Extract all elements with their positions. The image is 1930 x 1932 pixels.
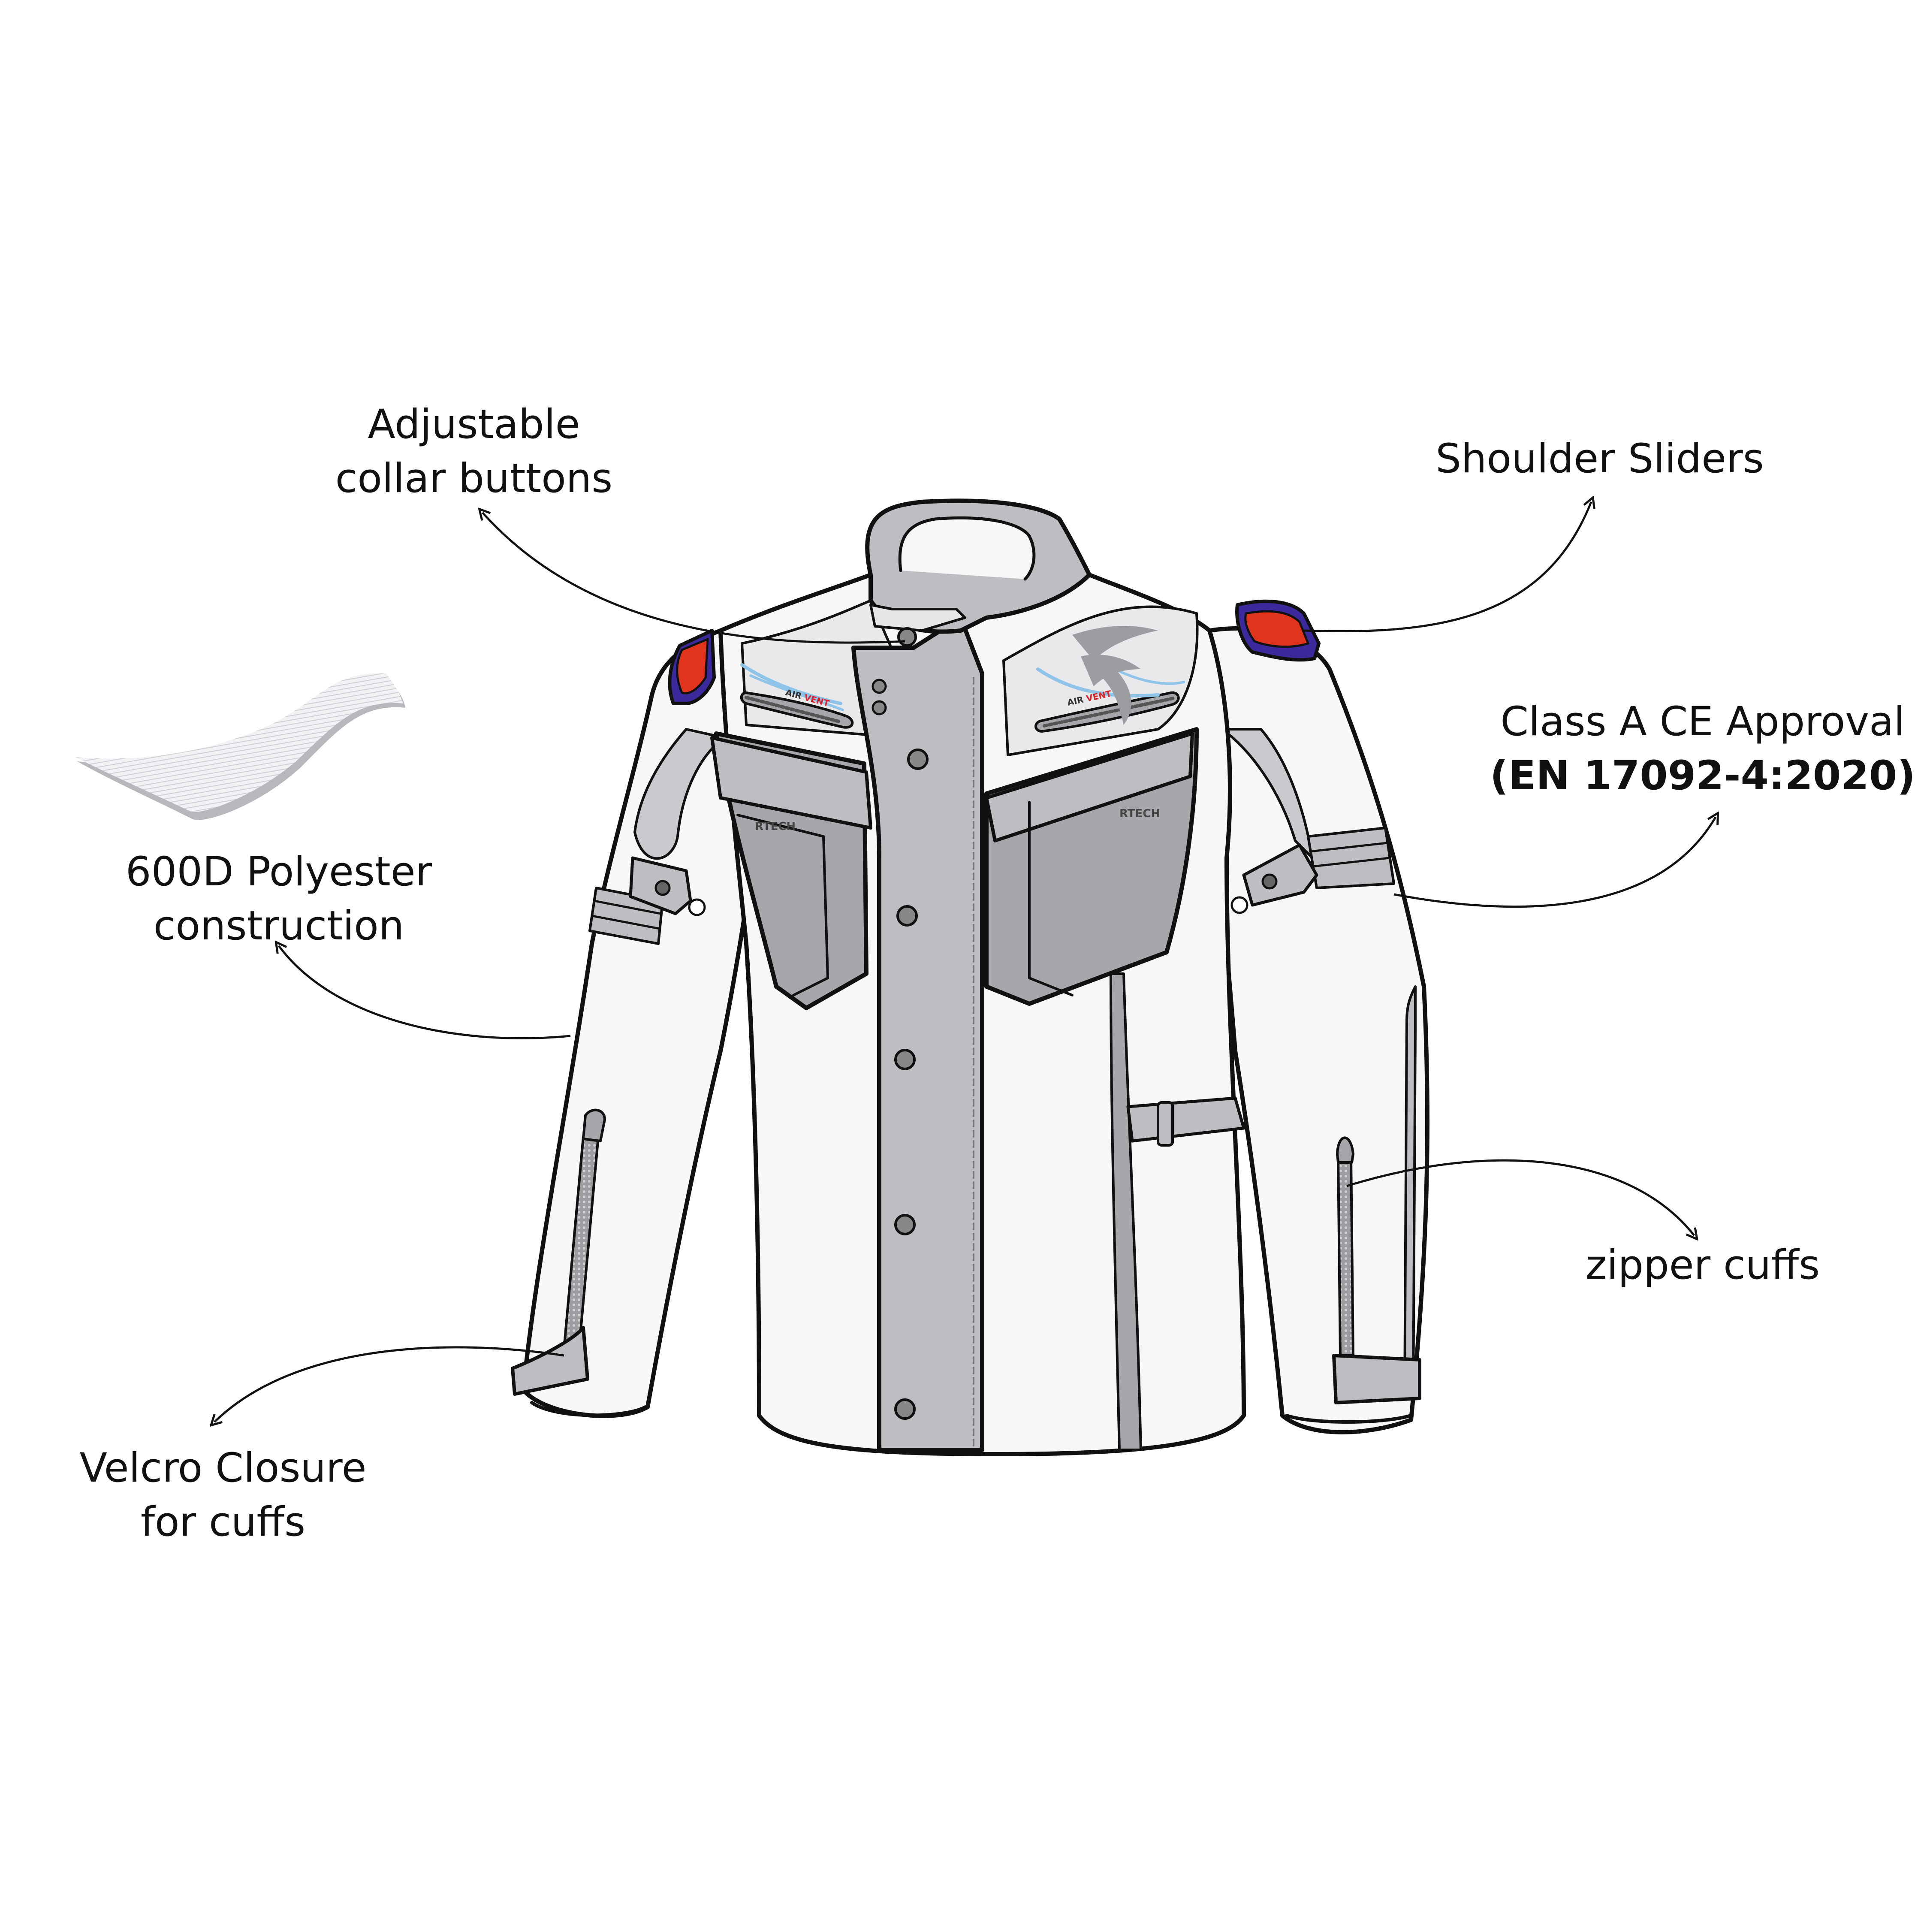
jacket: RTECH RTECH (511, 498, 1430, 1456)
polyester-callout-line1: 600D Polyester (125, 848, 432, 895)
collar-button (897, 627, 917, 647)
velcro-callout-line2: for cuffs (140, 1499, 306, 1546)
arrow-polyester (279, 946, 571, 1039)
fabric-swatch-icon (75, 673, 405, 820)
air-vent-right: AIR VENT (1034, 667, 1185, 733)
callout-arrows (214, 502, 1716, 1422)
arrow-velcro (214, 1346, 564, 1422)
ce-callout-line2: (EN 17092-4:2020) (1490, 752, 1916, 799)
arrow-collar (482, 513, 905, 644)
polyester-callout-label: 600D Polyester construction (116, 845, 442, 953)
velcro-callout-line1: Velcro Closure (79, 1445, 367, 1491)
arrow-ce (1393, 817, 1716, 908)
ce-callout-line1: Class A CE Approval (1500, 698, 1905, 745)
collar-callout-line2: collar buttons (335, 455, 613, 502)
air-vent-left: AIR VENT (740, 663, 854, 729)
polyester-callout-line2: construction (153, 903, 404, 949)
brand-logo-icon (1072, 626, 1158, 725)
placket-buttons (872, 679, 929, 1420)
ce-callout-label: Class A CE Approval (EN 17092-4:2020) (1480, 695, 1926, 803)
zipper-callout-line1: zipper cuffs (1585, 1242, 1820, 1289)
central-placket (851, 616, 984, 1452)
velcro-callout-label: Velcro Closure for cuffs (69, 1441, 377, 1549)
collar-callout-line1: Adjustable (368, 401, 580, 448)
shoulder-callout-line1: Shoulder Sliders (1435, 435, 1764, 482)
pocket-badge-left: RTECH (755, 820, 796, 833)
collar-callout-label: Adjustable collar buttons (335, 398, 613, 506)
zipper-callout-label: zipper cuffs (1570, 1238, 1836, 1292)
shoulder-callout-label: Shoulder Sliders (1428, 432, 1771, 486)
arrow-shoulder (1303, 502, 1591, 633)
pocket-badge-right: RTECH (1119, 807, 1160, 820)
arrow-zipper (1346, 1159, 1694, 1235)
